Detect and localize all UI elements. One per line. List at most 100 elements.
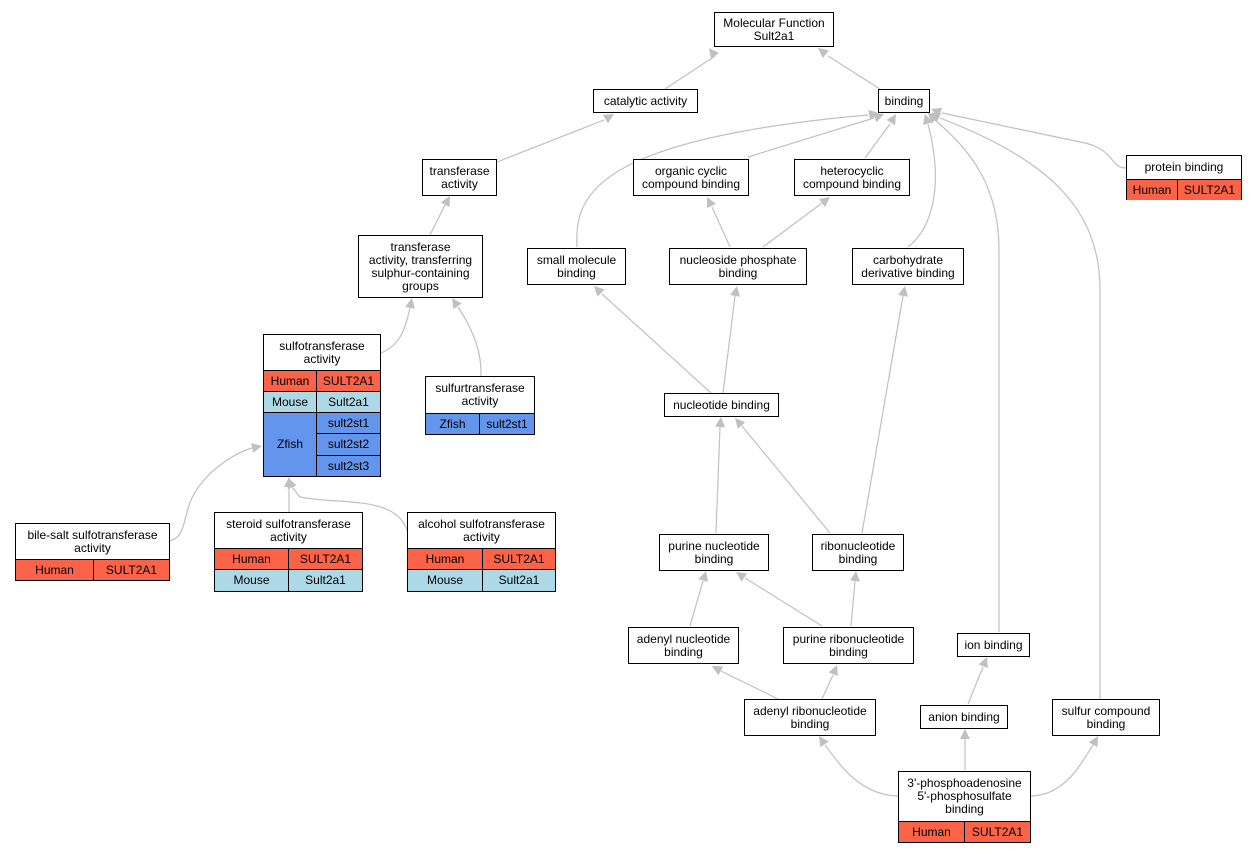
species-cell-mouse: Mouse: [408, 569, 483, 591]
gene-cell-sult2a1: Sult2a1: [289, 569, 362, 591]
arrowhead: [251, 443, 262, 453]
arrowhead: [730, 286, 740, 297]
node-label: alcohol sulfotransferase activity: [418, 516, 545, 544]
node-label: organic cyclic compound binding: [641, 163, 741, 191]
gene-cell-sult2a1: SULT2A1: [483, 548, 555, 569]
edge-purine-ribo-to-purine-nuc: [736, 572, 823, 627]
gene-cell-sult2a1: Sult2a1: [317, 391, 380, 412]
edge-sulfur-to-binding: [930, 113, 1101, 699]
node-label: steroid sulfotransferase activity: [226, 516, 351, 544]
arrowhead: [698, 571, 708, 583]
arrowhead: [960, 729, 970, 739]
arrowhead: [868, 109, 879, 120]
arrowhead: [819, 736, 829, 748]
edge-adenyl-ribo-to-purine-ribo: [821, 665, 838, 700]
arrowhead: [978, 657, 988, 669]
node-purine-ribonucleotide-binding[interactable]: purine ribonucleotide binding: [783, 627, 914, 664]
node-label: ribonucleotide binding: [820, 538, 896, 566]
edge-binding-to-root: [818, 48, 881, 90]
node-organic-cyclic-compound-binding[interactable]: organic cyclic compound binding: [633, 159, 749, 196]
node-label: ion binding: [964, 637, 1023, 652]
gene-cell-sult2st3: sult2st3: [317, 455, 380, 476]
edge-nucleotide-to-nucleoside: [722, 286, 740, 394]
edge-transferase-to-catalytic: [496, 114, 614, 163]
species-cell-human: Human: [899, 821, 965, 842]
node-label: adenyl ribonucleotide binding: [753, 703, 867, 731]
node-label: small molecule binding: [536, 252, 617, 280]
arrowhead: [287, 478, 297, 490]
edge-organic-cyclic-to-binding: [747, 113, 884, 158]
arrowhead: [1088, 736, 1098, 748]
node-binding[interactable]: binding: [878, 89, 930, 113]
edge-sulfo-to-tsulphur: [380, 298, 415, 354]
edge-nucleoside-to-heterocyclic: [762, 197, 830, 248]
node-sulfur-compound-binding[interactable]: sulfur compound binding: [1052, 699, 1160, 736]
gene-cell-sult2a1: SULT2A1: [289, 548, 362, 569]
node-label: transferase activity, transferring sulph…: [368, 239, 473, 293]
node-anion-binding[interactable]: anion binding: [920, 705, 1008, 729]
node-adenyl-ribonucleotide-binding[interactable]: adenyl ribonucleotide binding: [744, 699, 876, 736]
node-ribonucleotide-binding[interactable]: ribonucleotide binding: [812, 534, 904, 571]
arrowhead: [828, 665, 838, 677]
arrowhead: [886, 114, 896, 126]
species-cell-human: Human: [264, 370, 317, 391]
edge-nucleotide-to-small: [594, 286, 712, 394]
node-protein-binding[interactable]: protein binding Human SULT2A1: [1126, 155, 1242, 200]
node-steroid-sulfotransferase-activity[interactable]: steroid sulfotransferase activity Human …: [214, 512, 363, 592]
node-label: anion binding: [928, 709, 1000, 724]
node-label: Molecular Function Sult2a1: [723, 15, 825, 43]
arrowhead: [715, 417, 725, 428]
edge-nucleoside-to-organic: [707, 197, 731, 248]
arrowhead: [736, 572, 748, 582]
gene-cell-sult2a1: SULT2A1: [94, 559, 169, 580]
species-cell-zfish: Zfish: [264, 412, 317, 476]
arrowhead: [850, 571, 860, 582]
arrowhead: [602, 114, 614, 124]
node-heterocyclic-compound-binding[interactable]: heterocyclic compound binding: [794, 159, 910, 196]
edge-heterocyclic-to-binding: [864, 114, 896, 159]
node-carbohydrate-derivative-binding[interactable]: carbohydrate derivative binding: [852, 248, 964, 285]
node-label: adenyl nucleotide binding: [636, 631, 731, 659]
arrowhead: [923, 114, 933, 126]
node-label: nucleotide binding: [673, 397, 770, 412]
edge-paps-to-anion: [960, 729, 970, 770]
edge-sulfur-t-to-tsulphur: [452, 298, 482, 377]
node-adenyl-nucleotide-binding[interactable]: adenyl nucleotide binding: [628, 627, 739, 664]
node-alcohol-sulfotransferase-activity[interactable]: alcohol sulfotransferase activity Human …: [407, 512, 556, 592]
node-label: sulfur compound binding: [1061, 703, 1151, 731]
node-ion-binding[interactable]: ion binding: [957, 633, 1030, 657]
gene-cell-sult2st1: sult2st1: [480, 413, 534, 434]
node-transferase-sulphur-groups[interactable]: transferase activity, transferring sulph…: [358, 235, 483, 298]
node-purine-nucleotide-binding[interactable]: purine nucleotide binding: [659, 534, 769, 571]
arrowhead: [735, 418, 746, 429]
edge-paps-to-adenyl-ribo: [819, 736, 899, 797]
species-cell-human: Human: [408, 548, 483, 569]
edge-bile-to-sulfo: [169, 443, 262, 542]
node-paps-binding[interactable]: 3'-phosphoadenosine 5'-phosphosulfate bi…: [898, 771, 1031, 843]
node-molecular-function-root[interactable]: Molecular Function Sult2a1: [714, 12, 834, 47]
node-label: catalytic activity: [603, 93, 688, 108]
node-label: sulfotransferase activity: [279, 338, 365, 366]
arrowhead: [452, 298, 462, 310]
node-small-molecule-binding[interactable]: small molecule binding: [527, 248, 626, 285]
edge-paps-to-sulfur: [1030, 736, 1098, 797]
node-nucleoside-phosphate-binding[interactable]: nucleoside phosphate binding: [669, 248, 807, 285]
node-catalytic-activity[interactable]: catalytic activity: [593, 89, 698, 113]
node-transferase-activity[interactable]: transferase activity: [422, 159, 497, 196]
node-label: transferase activity: [429, 163, 490, 191]
node-nucleotide-binding[interactable]: nucleotide binding: [664, 393, 779, 417]
node-sulfotransferase-activity[interactable]: sulfotransferase activity Human SULT2A1 …: [263, 334, 381, 477]
edge-carbohydrate-to-binding: [907, 114, 936, 248]
edge-ribonuc-to-nucleotide: [735, 418, 831, 534]
node-sulfurtransferase-activity[interactable]: sulfurtransferase activity Zfish sult2st…: [425, 376, 535, 435]
node-label: purine ribonucleotide binding: [792, 631, 905, 659]
arrowhead: [931, 107, 943, 118]
arrowhead: [712, 666, 724, 676]
node-label: nucleoside phosphate binding: [679, 252, 797, 280]
arrowhead: [594, 286, 605, 297]
node-bile-salt-sulfotransferase-activity[interactable]: bile-salt sulfotransferase activity Huma…: [15, 523, 170, 581]
gene-cell-sult2st1: sult2st1: [317, 412, 380, 433]
edge-ion-to-binding: [928, 113, 1000, 632]
node-label: carbohydrate derivative binding: [861, 252, 955, 280]
